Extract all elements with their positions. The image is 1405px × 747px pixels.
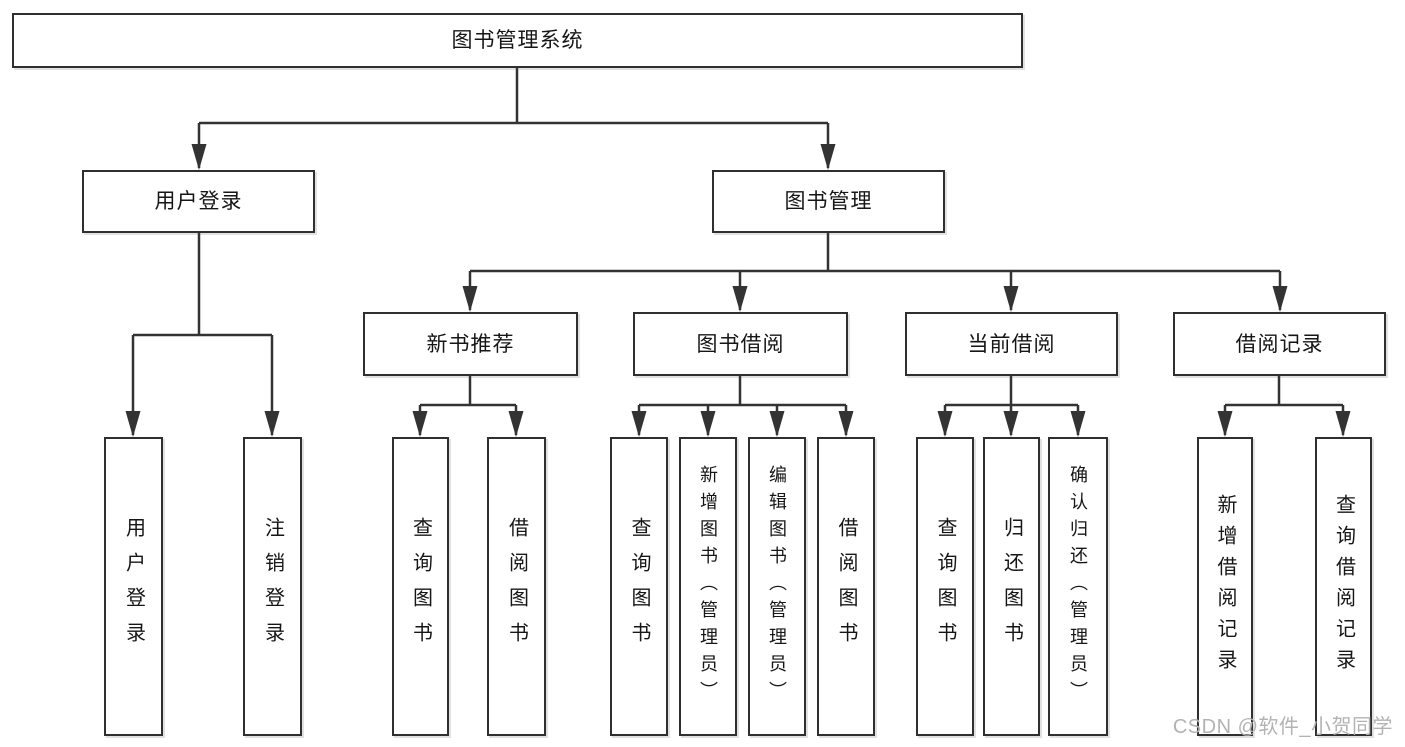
- node-leaf-add-book-admin: 新增图书（管理员）: [679, 437, 737, 736]
- node-leaf-add-borrow-record-label: 新增借阅记录: [1214, 493, 1236, 680]
- node-root: 图书管理系统: [12, 13, 1023, 68]
- node-leaf-query-borrow-record: 查询借阅记录: [1315, 437, 1372, 736]
- node-book-borrow-label: 图书借阅: [696, 332, 785, 356]
- node-leaf-logout: 注销登录: [243, 437, 302, 736]
- node-current-borrow: 当前借阅: [905, 312, 1118, 376]
- node-book-management: 图书管理: [712, 170, 945, 233]
- node-user-login-label: 用户登录: [154, 190, 243, 213]
- node-leaf-user-login: 用户登录: [104, 437, 163, 736]
- node-leaf-query-books-1-label: 查询图书: [409, 516, 432, 657]
- node-new-book-recommend-label: 新书推荐: [426, 332, 515, 356]
- node-borrow-records-label: 借阅记录: [1235, 332, 1324, 356]
- node-leaf-query-books-3: 查询图书: [916, 437, 974, 736]
- node-leaf-borrow-books-1-label: 借阅图书: [505, 516, 528, 657]
- node-leaf-logout-label: 注销登录: [261, 516, 284, 657]
- node-root-label: 图书管理系统: [451, 29, 584, 52]
- node-new-book-recommend: 新书推荐: [363, 312, 578, 376]
- node-user-login: 用户登录: [82, 170, 315, 233]
- node-leaf-add-book-admin-label: 新增图书（管理员）: [698, 465, 718, 708]
- node-leaf-edit-book-admin-label: 编辑图书（管理员）: [767, 465, 787, 708]
- node-leaf-confirm-return-admin-label: 确认归还（管理员）: [1068, 465, 1088, 708]
- node-leaf-borrow-books-2: 借阅图书: [817, 437, 875, 736]
- node-leaf-borrow-books-1: 借阅图书: [487, 437, 546, 736]
- node-leaf-query-books-1: 查询图书: [392, 437, 449, 736]
- node-leaf-confirm-return-admin: 确认归还（管理员）: [1048, 437, 1108, 736]
- node-leaf-return-book-label: 归还图书: [1000, 516, 1023, 657]
- node-leaf-query-books-2: 查询图书: [610, 437, 668, 736]
- node-book-borrow: 图书借阅: [633, 312, 848, 376]
- node-leaf-return-book: 归还图书: [983, 437, 1040, 736]
- node-borrow-records: 借阅记录: [1173, 312, 1386, 376]
- node-leaf-add-borrow-record: 新增借阅记录: [1197, 437, 1253, 736]
- node-leaf-user-login-label: 用户登录: [122, 516, 145, 657]
- node-leaf-edit-book-admin: 编辑图书（管理员）: [748, 437, 806, 736]
- node-current-borrow-label: 当前借阅: [967, 332, 1056, 356]
- node-leaf-query-borrow-record-label: 查询借阅记录: [1332, 493, 1355, 680]
- node-leaf-query-books-3-label: 查询图书: [934, 516, 956, 657]
- node-leaf-borrow-books-2-label: 借阅图书: [835, 516, 857, 657]
- csdn-watermark: CSDN @软件_小贺同学: [1172, 716, 1393, 738]
- node-book-management-label: 图书管理: [784, 190, 873, 213]
- node-leaf-query-books-2-label: 查询图书: [628, 516, 650, 657]
